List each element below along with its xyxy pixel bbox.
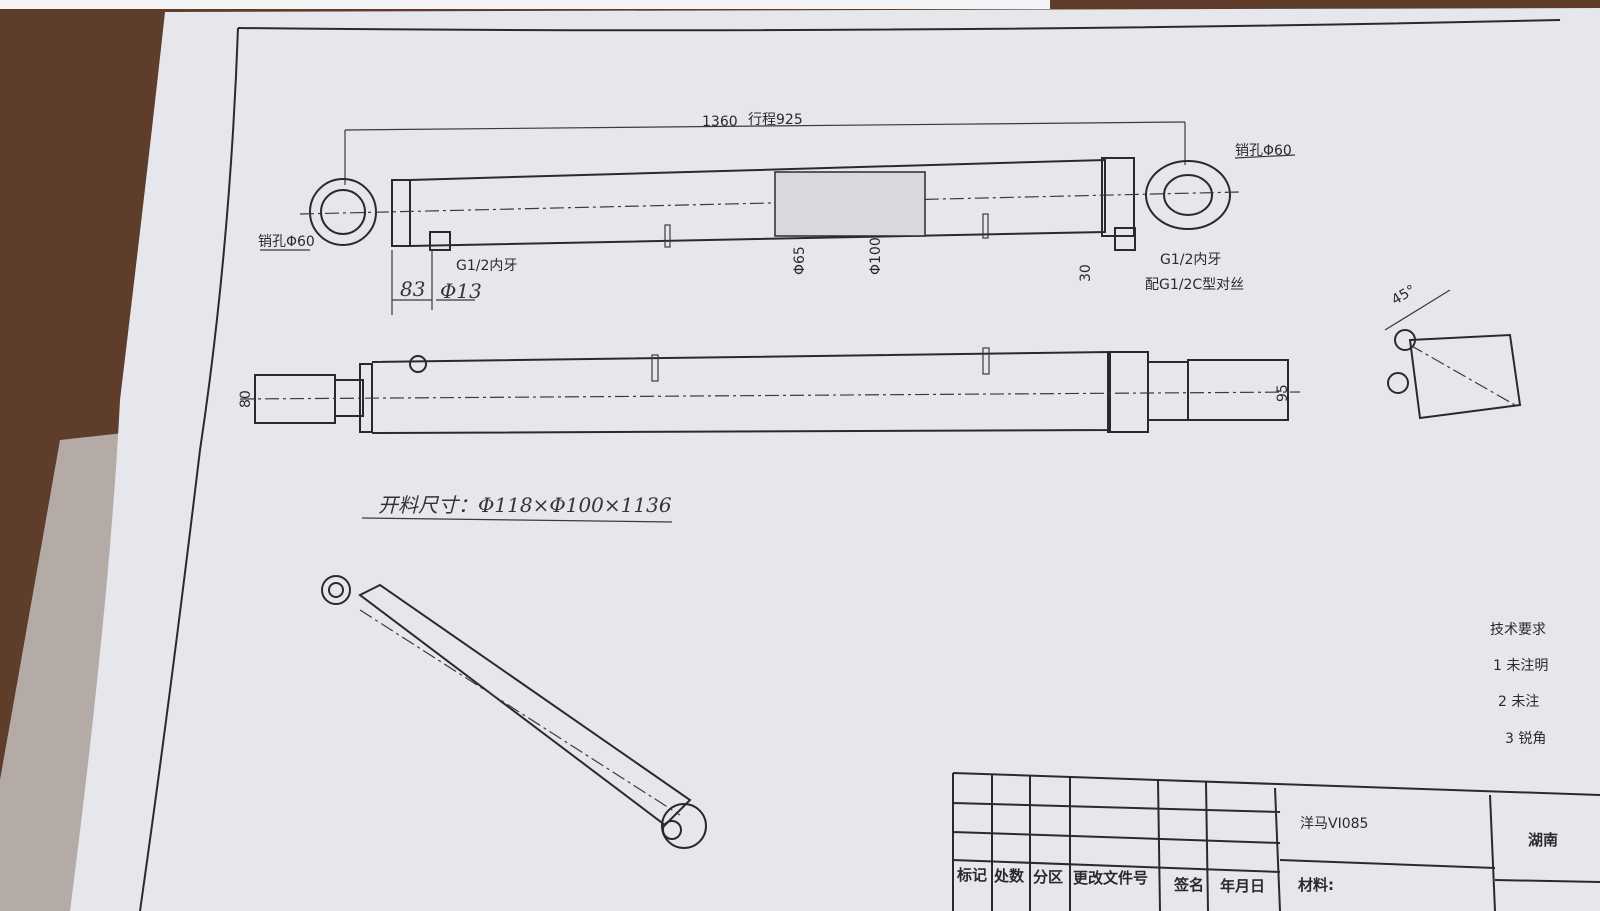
handwritten-83: 83: [400, 277, 425, 301]
port-right-note: 配G1/2C型对丝: [1145, 277, 1244, 293]
pin-hole-left-label: 销孔Φ60: [258, 234, 315, 250]
tech-req-item: 3 锐角: [1505, 731, 1546, 747]
tech-requirements: 技术要求 1 未注明 2 未注 3 锐角: [1490, 622, 1548, 747]
header-count: 处数: [993, 867, 1025, 885]
stroke-label: 行程925: [748, 112, 803, 128]
port-right-label: G1/2内牙: [1160, 252, 1221, 268]
port-left-label: G1/2内牙: [456, 258, 517, 274]
dim-30-label: 30: [1078, 264, 1094, 282]
dim-80-label: 80: [238, 390, 254, 408]
handwritten-13: Φ13: [440, 279, 482, 303]
tech-req-item: 1 未注明: [1493, 658, 1548, 674]
header-signature: 签名: [1173, 876, 1204, 894]
overall-dimension: 1360 行程925: [344, 112, 1186, 185]
handwritten-cut-size: 开料尺寸：Φ118×Φ100×1136: [378, 493, 672, 517]
paper: [70, 8, 1600, 911]
company-name: 湖南: [1528, 831, 1558, 849]
header-change-doc: 更改文件号: [1073, 869, 1148, 887]
pin-hole-right-label: 销孔Φ60: [1235, 143, 1292, 159]
length-label: 1360: [702, 114, 738, 130]
cylinder-top-view: 销孔Φ60 销孔Φ60 G1/2内牙 G1/2内牙 配G1/2C型对丝 Φ65 …: [258, 143, 1296, 315]
material-label: 材料:: [1298, 876, 1334, 894]
title-block: 标记 处数 分区 更改文件号 签名 年月日 洋马VI085 材料: 湖南: [952, 772, 1600, 911]
border-left: [139, 27, 239, 911]
rod-diameter-label: Φ65: [792, 246, 808, 275]
header-mark: 标记: [956, 866, 987, 884]
tech-req-title: 技术要求: [1490, 622, 1546, 638]
cylinder-side-view: 80 95: [238, 347, 1301, 434]
model-name: 洋马VI085: [1300, 816, 1368, 832]
bore-diameter-label: Φ100: [868, 237, 884, 275]
header-zone: 分区: [1033, 868, 1063, 886]
border-top: [237, 19, 1561, 32]
header-date: 年月日: [1220, 877, 1265, 895]
cylinder-isometric-view: [321, 575, 707, 849]
top-strip: [0, 0, 1050, 9]
tech-req-item: 2 未注: [1498, 694, 1539, 710]
dim-95-label: 95: [1275, 384, 1291, 402]
